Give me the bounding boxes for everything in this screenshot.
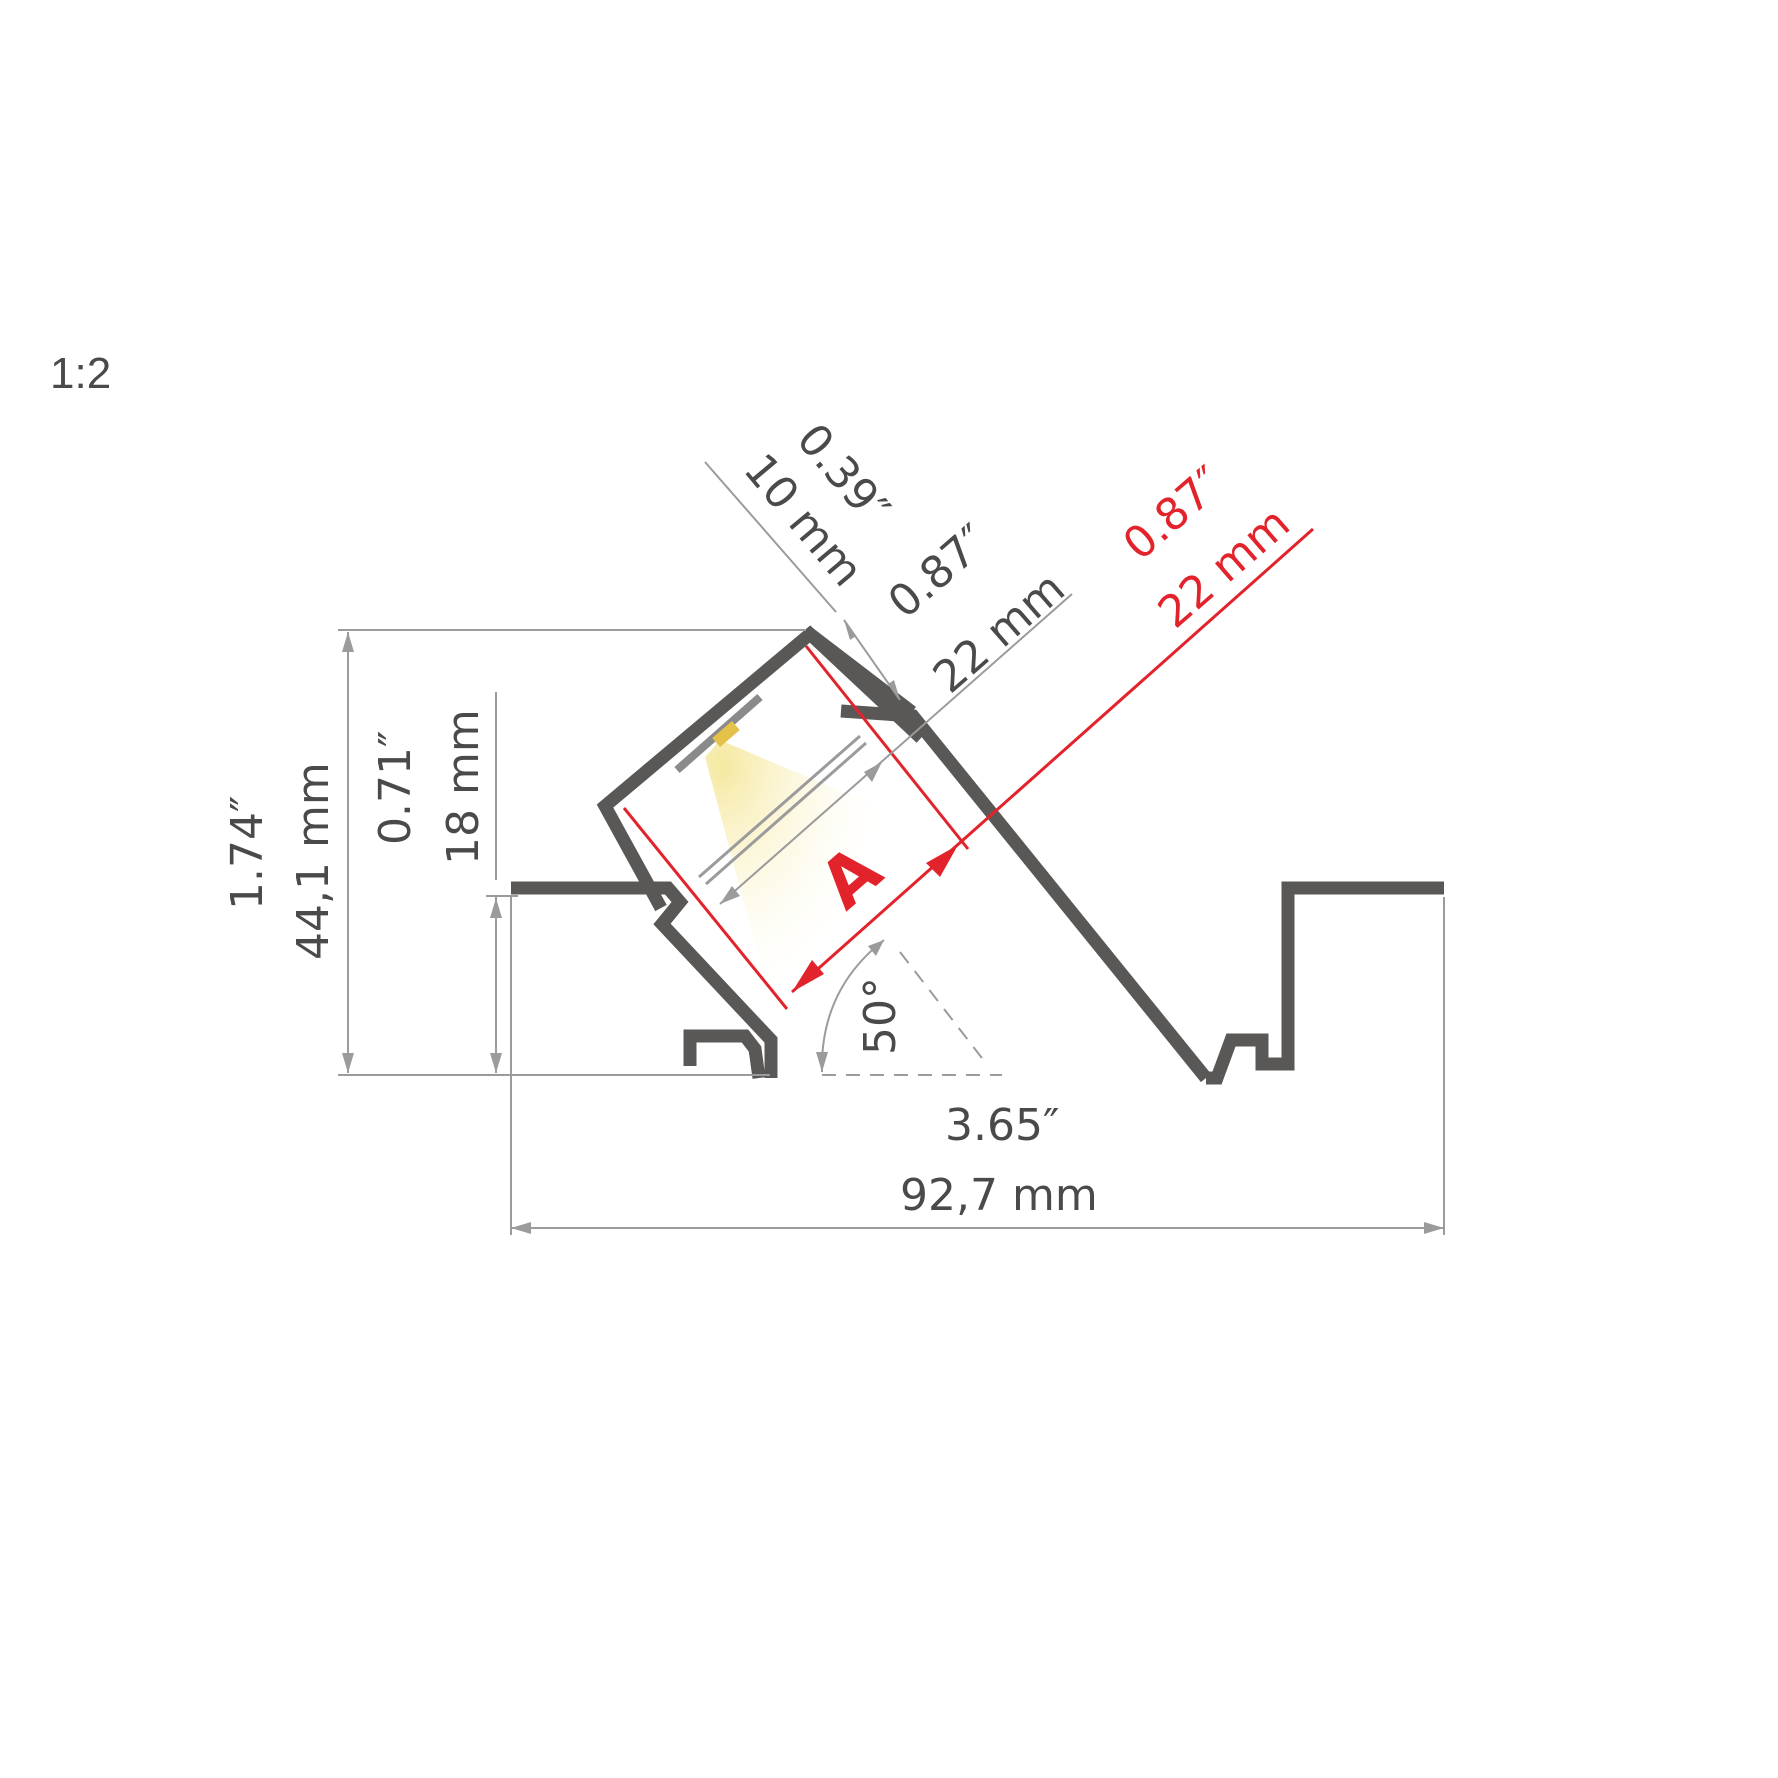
side-height-dimension — [486, 692, 518, 1073]
inner-width-dimension — [719, 593, 1073, 905]
scale-label: 1:2 — [50, 349, 111, 398]
total-width-dimension — [510, 895, 1445, 1235]
aluminium-profile — [511, 625, 1444, 1085]
total-width-mm: 92,7 mm — [900, 1170, 1098, 1221]
angle-label: 50° — [855, 977, 906, 1055]
light-beam — [705, 740, 885, 1000]
total-height-dimension — [338, 629, 806, 1076]
side-height-mm: 18 mm — [438, 709, 489, 865]
total-width-inch: 3.65″ — [945, 1100, 1059, 1151]
total-height-inch: 1.74″ — [222, 796, 273, 910]
strip-width-marker — [622, 527, 1314, 1010]
total-height-mm: 44,1 mm — [288, 762, 339, 960]
top-width-dimension — [704, 461, 901, 701]
side-height-inch: 0.71″ — [370, 731, 421, 845]
angle-indicator — [816, 939, 1002, 1076]
inner-width-inch: 0.87″ — [879, 515, 999, 629]
led-strip — [674, 693, 763, 774]
diffuser-cover — [698, 734, 867, 886]
